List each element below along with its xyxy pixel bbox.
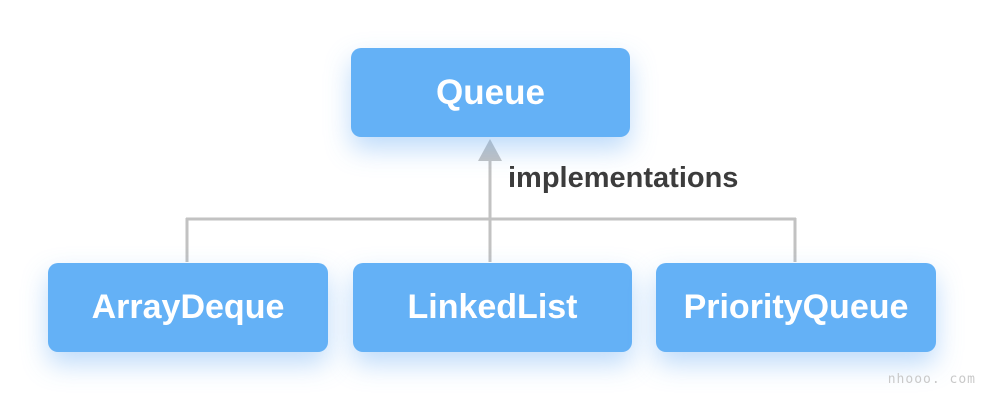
node-linkedlist-label: LinkedList (407, 288, 578, 326)
node-arraydeque: ArrayDeque (48, 263, 328, 352)
node-priorityqueue-label: PriorityQueue (683, 288, 909, 326)
node-priorityqueue: PriorityQueue (656, 263, 936, 352)
node-queue-label: Queue (436, 72, 545, 112)
edge-label-implementations: implementations (508, 162, 739, 194)
node-queue: Queue (351, 48, 630, 137)
node-arraydeque-label: ArrayDeque (91, 288, 285, 326)
node-linkedlist: LinkedList (353, 263, 632, 352)
arrowhead-up-icon (478, 139, 502, 161)
watermark: nhooo. com (887, 372, 976, 387)
